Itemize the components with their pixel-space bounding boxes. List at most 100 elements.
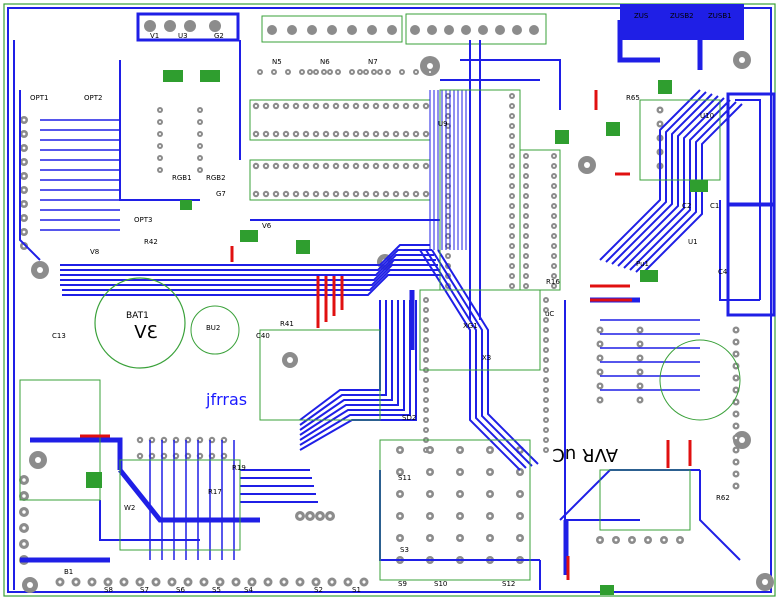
pad-hole bbox=[446, 234, 450, 238]
pad-hole bbox=[510, 224, 514, 228]
pad-hole bbox=[398, 514, 402, 518]
pad-hole bbox=[424, 398, 428, 402]
pad-hole bbox=[510, 164, 514, 168]
pad-hole bbox=[510, 144, 514, 148]
pad-hole bbox=[284, 164, 288, 168]
pad-hole bbox=[510, 174, 514, 178]
svg-text:U3: U3 bbox=[178, 32, 188, 40]
pad-hole bbox=[524, 154, 528, 158]
pad-hole bbox=[424, 358, 428, 362]
pad-hole bbox=[446, 184, 450, 188]
pad-hole bbox=[544, 378, 548, 382]
pad-hole bbox=[254, 192, 258, 196]
pad-hole bbox=[598, 538, 602, 542]
svg-text:R16: R16 bbox=[546, 278, 560, 286]
pad-hole bbox=[384, 132, 388, 136]
svg-text:R62: R62 bbox=[716, 494, 730, 502]
pad-hole bbox=[22, 216, 26, 220]
pad-hole bbox=[446, 244, 450, 248]
pad-hole bbox=[510, 284, 514, 288]
pad-hole bbox=[346, 580, 350, 584]
pad-hole bbox=[510, 154, 514, 158]
pad-hole bbox=[446, 144, 450, 148]
pad-hole bbox=[308, 70, 312, 74]
pad-hole bbox=[544, 418, 548, 422]
pad-hole bbox=[330, 580, 334, 584]
pad-hole bbox=[552, 194, 556, 198]
pad-hole bbox=[488, 492, 492, 496]
pad-hole bbox=[170, 580, 174, 584]
svg-text:ZUSB1: ZUSB1 bbox=[708, 12, 732, 20]
pad-hole bbox=[198, 108, 202, 112]
pad-hole bbox=[384, 192, 388, 196]
pad-hole bbox=[646, 538, 650, 542]
pad-hole bbox=[544, 318, 548, 322]
svg-text:Pu1: Pu1 bbox=[636, 260, 649, 268]
pad-hole bbox=[544, 388, 548, 392]
pad-hole bbox=[198, 132, 202, 136]
pad-hole bbox=[138, 454, 142, 458]
pad-hole bbox=[544, 298, 548, 302]
pad-hole bbox=[488, 448, 492, 452]
pad-hole bbox=[334, 104, 338, 108]
pad-hole bbox=[424, 308, 428, 312]
pad-hole bbox=[552, 274, 556, 278]
avr-uc-mirrored-label: AVR uC bbox=[552, 444, 618, 465]
pad-hole bbox=[362, 580, 366, 584]
pad-hole bbox=[264, 164, 268, 168]
pad-hole bbox=[614, 538, 618, 542]
pad-hole bbox=[510, 134, 514, 138]
pad-hole bbox=[304, 104, 308, 108]
pad-hole bbox=[446, 104, 450, 108]
pad-hole bbox=[414, 132, 418, 136]
pad-hole bbox=[424, 132, 428, 136]
pad-hole bbox=[394, 104, 398, 108]
pad-hole bbox=[266, 580, 270, 584]
pad-hole bbox=[162, 438, 166, 442]
pad-hole bbox=[446, 194, 450, 198]
pad-hole bbox=[378, 70, 382, 74]
svg-text:OPT1: OPT1 bbox=[30, 94, 48, 102]
pad-hole bbox=[150, 438, 154, 442]
pad-hole bbox=[424, 408, 428, 412]
pad-hole bbox=[630, 538, 634, 542]
pad-hole bbox=[524, 184, 528, 188]
pad-hole bbox=[662, 538, 666, 542]
pad-hole bbox=[552, 184, 556, 188]
pad-hole bbox=[344, 104, 348, 108]
pad-hole bbox=[524, 254, 528, 258]
pad-hole bbox=[202, 580, 206, 584]
battery-label: BAT1 bbox=[126, 311, 149, 321]
pad-hole bbox=[414, 70, 418, 74]
pad-hole bbox=[424, 428, 428, 432]
pad-hole bbox=[524, 244, 528, 248]
svg-text:R42: R42 bbox=[144, 238, 158, 246]
pad-hole bbox=[364, 104, 368, 108]
pad-hole bbox=[284, 104, 288, 108]
pad-hole bbox=[22, 230, 26, 234]
pad-hole bbox=[158, 168, 162, 172]
svg-text:S1: S1 bbox=[352, 586, 361, 594]
pad-hole bbox=[658, 122, 662, 126]
pad-hole bbox=[398, 448, 402, 452]
svg-text:ZUSB2: ZUSB2 bbox=[670, 12, 694, 20]
pad-hole bbox=[544, 448, 548, 452]
svg-text:S4: S4 bbox=[244, 586, 253, 594]
pad-hole bbox=[638, 356, 642, 360]
pad-hole bbox=[524, 204, 528, 208]
pad-hole bbox=[284, 132, 288, 136]
pad-hole bbox=[524, 164, 528, 168]
svg-text:S8: S8 bbox=[104, 586, 113, 594]
pad-hole bbox=[336, 70, 340, 74]
pad-hole bbox=[458, 536, 462, 540]
pad-hole bbox=[552, 204, 556, 208]
svg-text:N6: N6 bbox=[320, 58, 330, 66]
pad-hole bbox=[284, 192, 288, 196]
battery-voltage-mirrored: 3V bbox=[134, 322, 158, 343]
pad-hole bbox=[524, 234, 528, 238]
svg-text:S9: S9 bbox=[398, 580, 407, 588]
pad-hole bbox=[58, 580, 62, 584]
pad-hole bbox=[424, 378, 428, 382]
svg-text:XG1: XG1 bbox=[463, 322, 478, 330]
pad-hole bbox=[510, 104, 514, 108]
